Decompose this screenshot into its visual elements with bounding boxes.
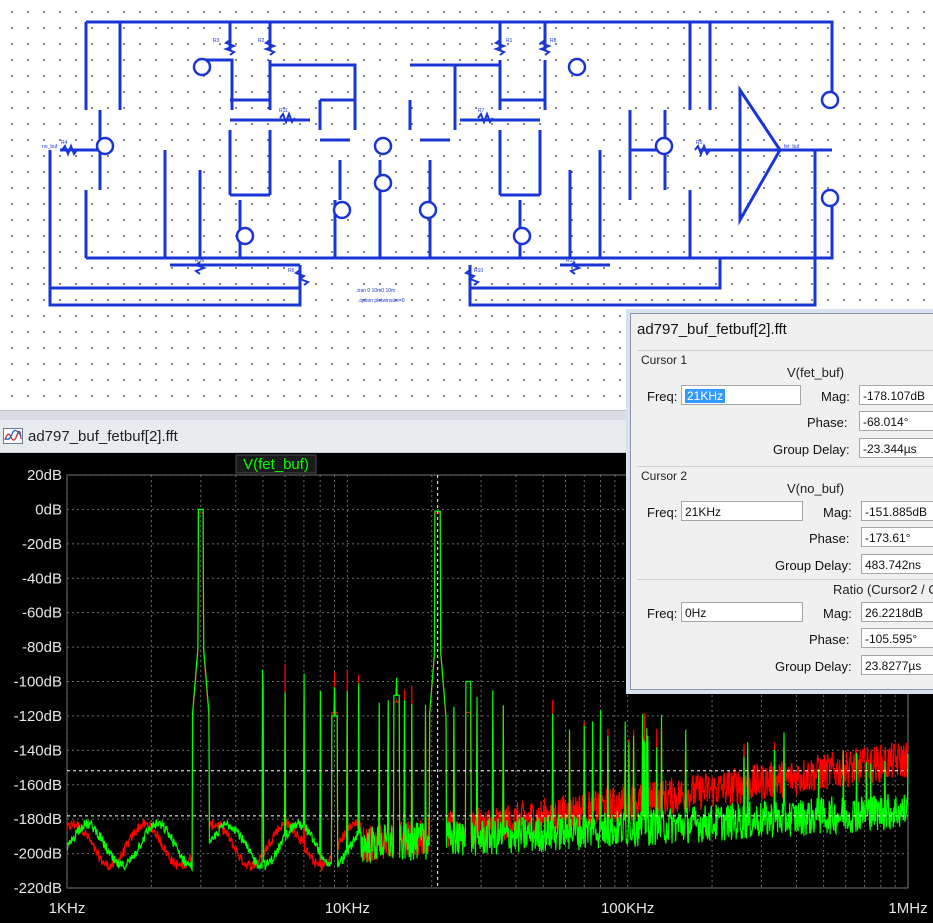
y-tick-label: -120dB xyxy=(14,708,62,725)
svg-text:.option plotwinsize=0: .option plotwinsize=0 xyxy=(358,298,405,304)
ratio-gd-value[interactable]: 23.8277µs xyxy=(861,655,933,675)
y-tick-label: -100dB xyxy=(14,674,62,691)
svg-text:R1: R1 xyxy=(506,38,513,44)
ratio-phase-value[interactable]: -105.595° xyxy=(861,628,933,648)
cursor1-signal: V(fet_buf) xyxy=(787,365,845,380)
cursor-lines[interactable] xyxy=(67,475,908,888)
cursor1-phase-label: Phase: xyxy=(807,415,848,430)
svg-text:R16: R16 xyxy=(195,258,204,264)
cursor2-freq-label: Freq: xyxy=(647,505,678,520)
ratio-freq-label: Freq: xyxy=(647,606,678,621)
cursor1-freq-input[interactable]: 21KHz xyxy=(681,385,801,405)
cursor2-mag-value[interactable]: -151.885dB xyxy=(861,501,933,521)
svg-text:R10: R10 xyxy=(474,268,483,274)
svg-text:R5: R5 xyxy=(696,140,703,146)
cursor1-label: Cursor 1 xyxy=(641,353,688,367)
ratio-mag-value[interactable]: 26.2218dB xyxy=(861,602,933,622)
svg-text:R11: R11 xyxy=(279,108,288,114)
svg-text:R12: R12 xyxy=(566,258,575,264)
ratio-label: Ratio (Cursor2 / C xyxy=(833,582,933,597)
x-tick-label: 1MHz xyxy=(888,900,927,917)
y-tick-label: -80dB xyxy=(22,639,62,656)
cursor-dialog[interactable]: ad797_buf_fetbuf[2].fft Cursor 1 V(fet_b… xyxy=(630,313,933,690)
x-tick-label: 1KHz xyxy=(49,900,86,917)
svg-text:fet_buf: fet_buf xyxy=(784,144,800,150)
trace-label-box[interactable] xyxy=(235,454,317,474)
y-tick-label: 20dB xyxy=(27,467,62,484)
cursor1-mag-label: Mag: xyxy=(821,389,850,404)
axis-labels: 20dB 0dB -20dB -40dB -60dB -80dB -100dB -120dB -… xyxy=(14,467,928,917)
trace-label[interactable]: V(fet_buf) xyxy=(243,456,309,473)
svg-text:R8: R8 xyxy=(550,38,557,44)
x-tick-label: 10KHz xyxy=(325,900,370,917)
schematic-wires xyxy=(48,20,834,307)
ratio-phase-label: Phase: xyxy=(809,632,850,647)
plot-window-title: ad797_buf_fetbuf[2].fft xyxy=(28,428,178,445)
svg-text:.tran 0 10m0 10m: .tran 0 10m0 10m xyxy=(356,288,395,294)
cursor2-gd-value[interactable]: 483.742ns xyxy=(861,554,933,574)
sources xyxy=(95,57,840,246)
waveform-icon xyxy=(3,428,23,444)
svg-text:R6: R6 xyxy=(288,268,295,274)
svg-text:R7: R7 xyxy=(478,108,485,114)
y-tick-label: -20dB xyxy=(22,536,62,553)
cursor2-label: Cursor 2 xyxy=(641,469,688,483)
series-line xyxy=(66,508,909,873)
cursor1-group: Cursor 1 V(fet_buf) xyxy=(637,350,933,380)
dialog-title: ad797_buf_fetbuf[2].fft xyxy=(637,321,787,338)
svg-text:R2: R2 xyxy=(258,38,265,44)
cursor1-gd-value[interactable]: -23.344µs xyxy=(859,438,933,458)
y-tick-label: 0dB xyxy=(35,501,62,518)
ratio-freq-input[interactable]: 0Hz xyxy=(681,602,803,622)
cursor1-mag-value[interactable]: -178.107dB xyxy=(859,385,933,405)
svg-text:R4: R4 xyxy=(61,140,68,146)
y-tick-label: -40dB xyxy=(22,570,62,587)
ratio-mag-label: Mag: xyxy=(823,606,852,621)
ratio-group: Ratio (Cursor2 / C xyxy=(637,579,933,597)
y-tick-label: -220dB xyxy=(14,880,62,897)
schematic-text: R3 R2 R1 R8 R11 R7 R4 R5 R6 R10 R16 R12 .tran … xyxy=(42,38,800,304)
cursor2-gd-label: Group Delay: xyxy=(775,558,852,573)
schematic-canvas[interactable]: R3 R2 R1 R8 R11 R7 R4 R5 R6 R10 R16 R12 .tran … xyxy=(0,0,933,420)
y-tick-label: -140dB xyxy=(14,742,62,759)
cursor2-group: Cursor 2 V(no_buf) xyxy=(637,466,933,496)
cursor2-phase-value[interactable]: -173.61° xyxy=(861,527,933,547)
x-tick-label: 100KHz xyxy=(601,900,654,917)
cursor2-freq-input[interactable]: 21KHz xyxy=(681,501,803,521)
cursor1-phase-value[interactable]: -68.014° xyxy=(859,411,933,431)
cursor2-mag-label: Mag: xyxy=(823,505,852,520)
cursor1-freq-label: Freq: xyxy=(647,389,678,404)
svg-text:R3: R3 xyxy=(213,38,220,44)
cursor2-signal: V(no_buf) xyxy=(787,481,845,496)
svg-text:no_buf: no_buf xyxy=(42,144,58,150)
y-tick-label: -160dB xyxy=(14,777,62,794)
series-fet-buf xyxy=(66,508,909,873)
ratio-gd-label: Group Delay: xyxy=(775,659,852,674)
resistors xyxy=(61,39,711,286)
cursor1-gd-label: Group Delay: xyxy=(773,442,850,457)
schematic-drawing[interactable]: R3 R2 R1 R8 R11 R7 R4 R5 R6 R10 R16 R12 .tran … xyxy=(0,0,933,420)
y-tick-label: -200dB xyxy=(14,846,62,863)
cursor2-phase-label: Phase: xyxy=(809,531,850,546)
y-tick-label: -180dB xyxy=(14,811,62,828)
y-tick-label: -60dB xyxy=(22,605,62,622)
